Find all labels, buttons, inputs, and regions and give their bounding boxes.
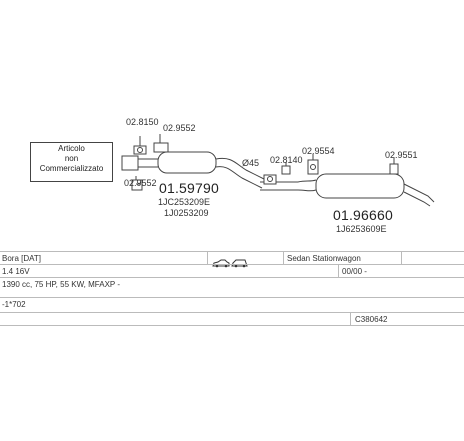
wagon-icon bbox=[231, 259, 248, 267]
hanger-6 bbox=[307, 159, 319, 175]
part-code-4: 01.59790 bbox=[159, 180, 219, 196]
table-row-5: C380642 bbox=[0, 312, 464, 326]
note: -1*702 bbox=[2, 300, 26, 309]
middle-pipe bbox=[215, 157, 267, 189]
table-row-3: 1390 cc, 75 HP, 55 KW, MFAXP - bbox=[0, 277, 464, 289]
hanger-5 bbox=[281, 165, 291, 175]
front-pipe-inlet bbox=[121, 155, 139, 171]
reference-code: C380642 bbox=[355, 315, 388, 324]
notice-line-2: non bbox=[64, 154, 79, 163]
part-code-9: 02.9554 bbox=[302, 146, 335, 156]
engine: 1.4 16V bbox=[2, 267, 30, 276]
hanger-7 bbox=[389, 163, 399, 175]
front-pipe bbox=[138, 158, 158, 168]
car-silhouette-icons bbox=[212, 255, 248, 273]
part-code-11: 01.96660 bbox=[333, 207, 393, 223]
exhaust-diagram bbox=[0, 112, 464, 250]
production-date: 00/00 - bbox=[342, 267, 367, 276]
part-code-10: 02.9551 bbox=[385, 150, 418, 160]
table-row-2: 1.4 16V 00/00 - bbox=[0, 264, 464, 278]
hanger-4 bbox=[263, 174, 277, 185]
hanger-2 bbox=[153, 139, 169, 153]
part-code-3: 02.9552 bbox=[124, 178, 157, 188]
part-code-1: 02.8150 bbox=[126, 117, 159, 127]
notice-line-1: Articolo bbox=[58, 144, 85, 153]
tail-pipe bbox=[403, 183, 435, 207]
not-commercialized-notice: Articolo non Commercializzato bbox=[30, 142, 113, 182]
front-muffler bbox=[157, 151, 217, 174]
exhaust-drawing bbox=[121, 134, 435, 207]
table-row-1: Bora [DAT] Sedan Stationwagon bbox=[0, 251, 464, 268]
hanger-3 bbox=[131, 179, 143, 191]
rear-muffler bbox=[315, 173, 405, 199]
engine-spec: 1390 cc, 75 HP, 55 KW, MFAXP - bbox=[2, 280, 120, 289]
body-type: Sedan Stationwagon bbox=[287, 254, 361, 263]
table-row-4: -1*702 bbox=[0, 297, 464, 309]
part-code-6: 1J0253209 bbox=[164, 208, 209, 218]
notice-line-3: Commercializzato bbox=[39, 164, 104, 173]
sedan-icon bbox=[212, 259, 230, 267]
pipe-diameter: Ø45 bbox=[242, 158, 260, 168]
table-bottom-border bbox=[0, 325, 464, 326]
part-code-12: 1J6253609E bbox=[336, 224, 387, 234]
part-code-2: 02.9552 bbox=[163, 123, 196, 133]
part-code-8: 02.8140 bbox=[270, 155, 303, 165]
vehicle-model: Bora [DAT] bbox=[2, 254, 41, 263]
part-code-5: 1JC253209E bbox=[158, 197, 211, 207]
